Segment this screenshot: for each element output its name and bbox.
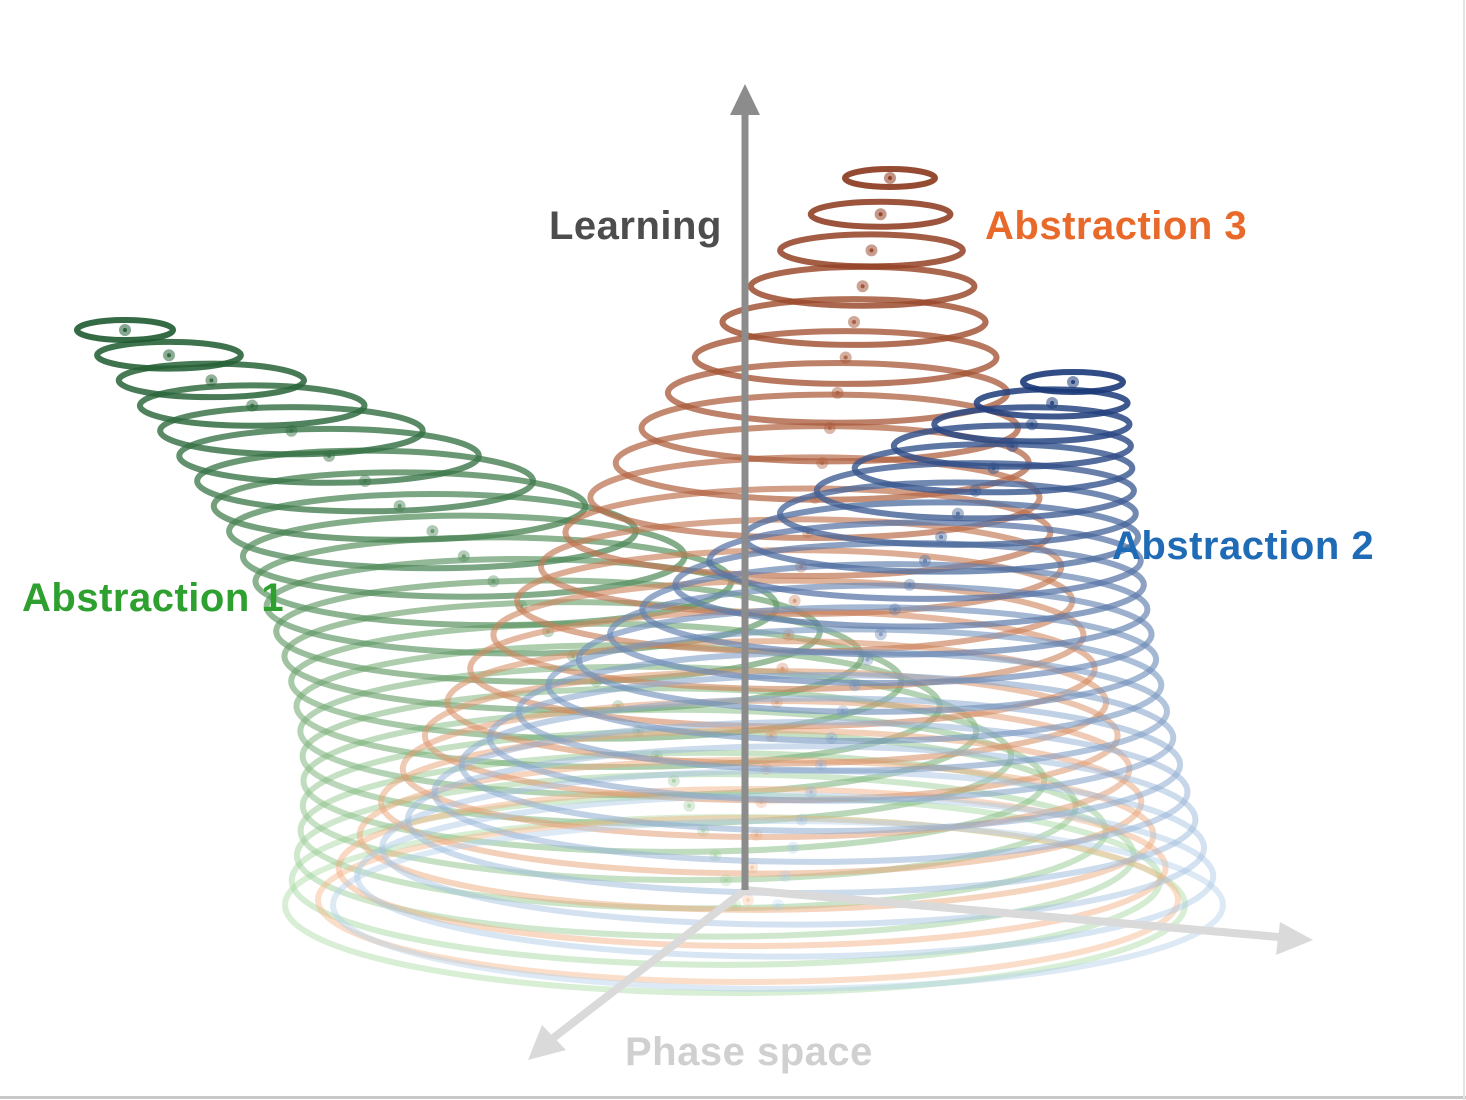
abstraction-2-ring [458, 695, 1184, 835]
abstraction-3-center-dot-core [792, 598, 797, 603]
abstraction-1-center-dot-core [461, 554, 466, 559]
abstraction-1-center-dot-core [671, 778, 676, 783]
abstraction-1-ring [74, 317, 176, 343]
abstraction-2-center-dot-core [799, 817, 804, 822]
abstraction-3-label: Abstraction 3 [985, 204, 1248, 248]
abstraction-1-ring [157, 404, 426, 458]
abstraction-3-center-dot [742, 894, 754, 906]
abstraction-3-ring [842, 166, 938, 190]
abstraction-2-ring [706, 519, 1144, 602]
abstraction-1-center-dot-core [209, 378, 214, 383]
abstraction-1-ring [210, 469, 589, 543]
abstraction-3-ring [719, 296, 989, 348]
abstraction-2-center-dot-core [939, 535, 944, 539]
abstraction-3-center-dot-core [786, 632, 791, 637]
abstraction-2-ring [776, 479, 1139, 548]
abstraction-2-center-dot-core [808, 789, 813, 794]
phase-axis-x-arrowhead-icon [1276, 922, 1313, 955]
abstraction-2-center-dot [779, 870, 792, 883]
abstraction-3-center-dot-core [750, 865, 755, 870]
phase-axis-y-arrowhead-icon [528, 1025, 566, 1060]
abstraction-3-ring [378, 727, 1145, 877]
abstraction-1-center-dot-core [289, 428, 294, 433]
abstraction-1-label: Abstraction 1 [22, 576, 285, 620]
abstraction-2-center-dot-core [923, 558, 928, 563]
abstraction-2-center-dot [772, 899, 784, 911]
phase-axis-x [744, 886, 1291, 942]
abstraction-2-ring [607, 582, 1155, 687]
abstraction-3-center-dot-core [746, 898, 750, 902]
spiral-stacks [74, 166, 1226, 996]
abstraction-2-center-dot-core [955, 511, 960, 516]
learning-axis-arrowhead-icon [730, 84, 760, 115]
abstraction-2-ring [575, 604, 1160, 715]
abstraction-3-ring [356, 756, 1157, 913]
abstraction-2-ring [890, 422, 1134, 470]
axes [528, 84, 1313, 1060]
right-border [1463, 0, 1465, 1100]
abstraction-3-center-dot-core [843, 355, 848, 360]
abstraction-1-ring [176, 425, 482, 486]
abstraction-1-ring [263, 555, 780, 657]
abstraction-1-center-dot-core [397, 504, 402, 509]
abstraction-2-center-dot-core [1029, 422, 1034, 427]
abstraction-2-center-dot-core [892, 607, 897, 612]
abstraction-2-center-dot-core [907, 582, 912, 587]
abstraction-2-ring [486, 671, 1177, 804]
abstraction-3-center-dot-core [878, 212, 883, 217]
abstraction-2-center-dot-core [1050, 400, 1055, 405]
abstraction-3-center-dot-core [852, 320, 857, 324]
abstraction-2-center-dot-core [791, 845, 796, 850]
phase-axis-y [545, 886, 748, 1046]
abstraction-2-ring [931, 404, 1133, 445]
abstraction-3-center-dot [746, 861, 759, 874]
abstraction-1-center-dot-core [430, 529, 435, 534]
abstraction-1-center-dot-core [687, 803, 692, 808]
abstraction-2-center-dot-core [1071, 380, 1075, 384]
abstraction-2-ring [330, 818, 1226, 992]
abstraction-2-center-dot-core [783, 874, 788, 879]
abstraction-3-ring [335, 786, 1169, 950]
abstraction-3-center-dot-core [780, 666, 785, 671]
abstraction-3-ring [691, 328, 1000, 387]
abstraction-2-label: Abstraction 2 [1112, 524, 1375, 568]
abstraction-1-ring [94, 338, 244, 372]
abstraction-2-ring [545, 626, 1165, 745]
abstraction-2-ring [431, 719, 1191, 865]
abstraction-2-ring [1020, 369, 1126, 395]
abstraction-3-center-dot-core [860, 284, 865, 289]
abstraction-2-ring [354, 792, 1217, 960]
abstraction-1-center-dot-core [166, 353, 171, 358]
abstraction-3-ring [490, 577, 1087, 693]
abstraction-2-stack [330, 369, 1226, 992]
abstraction-3-ring [807, 198, 954, 230]
abstraction-2-ring [639, 561, 1151, 658]
abstraction-1-ring [282, 814, 1188, 996]
abstraction-3-ring [777, 231, 966, 270]
abstraction-3-center-dot-core [869, 248, 874, 253]
abstraction-2-center-dot [787, 841, 800, 854]
abstraction-1-center-dot-core [491, 579, 496, 584]
abstraction-2-ring [851, 441, 1136, 496]
abstraction-3-ring [587, 454, 1043, 542]
abstraction-2-center-dot-core [878, 632, 883, 637]
phase-space-axis-label: Phase space [625, 1030, 873, 1074]
abstraction-1-center-dot-core [123, 328, 127, 332]
abstraction-3-center-dot-core [827, 426, 832, 430]
abstraction-2-center-dot-core [818, 762, 823, 767]
abstraction-3-center-dot-core [888, 176, 892, 180]
abstraction-1-ring [293, 771, 1137, 940]
bottom-border [0, 1096, 1466, 1099]
abstraction-3-center-dot-core [835, 390, 840, 395]
abstraction-2-center-dot-core [1010, 444, 1015, 449]
learning-axis-label: Learning [549, 204, 722, 248]
abstraction-1-ring [136, 382, 368, 429]
abstraction-2-center-dot-core [776, 903, 780, 907]
abstraction-1-center-dot-core [250, 403, 255, 408]
abstraction-2-center-dot-core [865, 657, 870, 662]
